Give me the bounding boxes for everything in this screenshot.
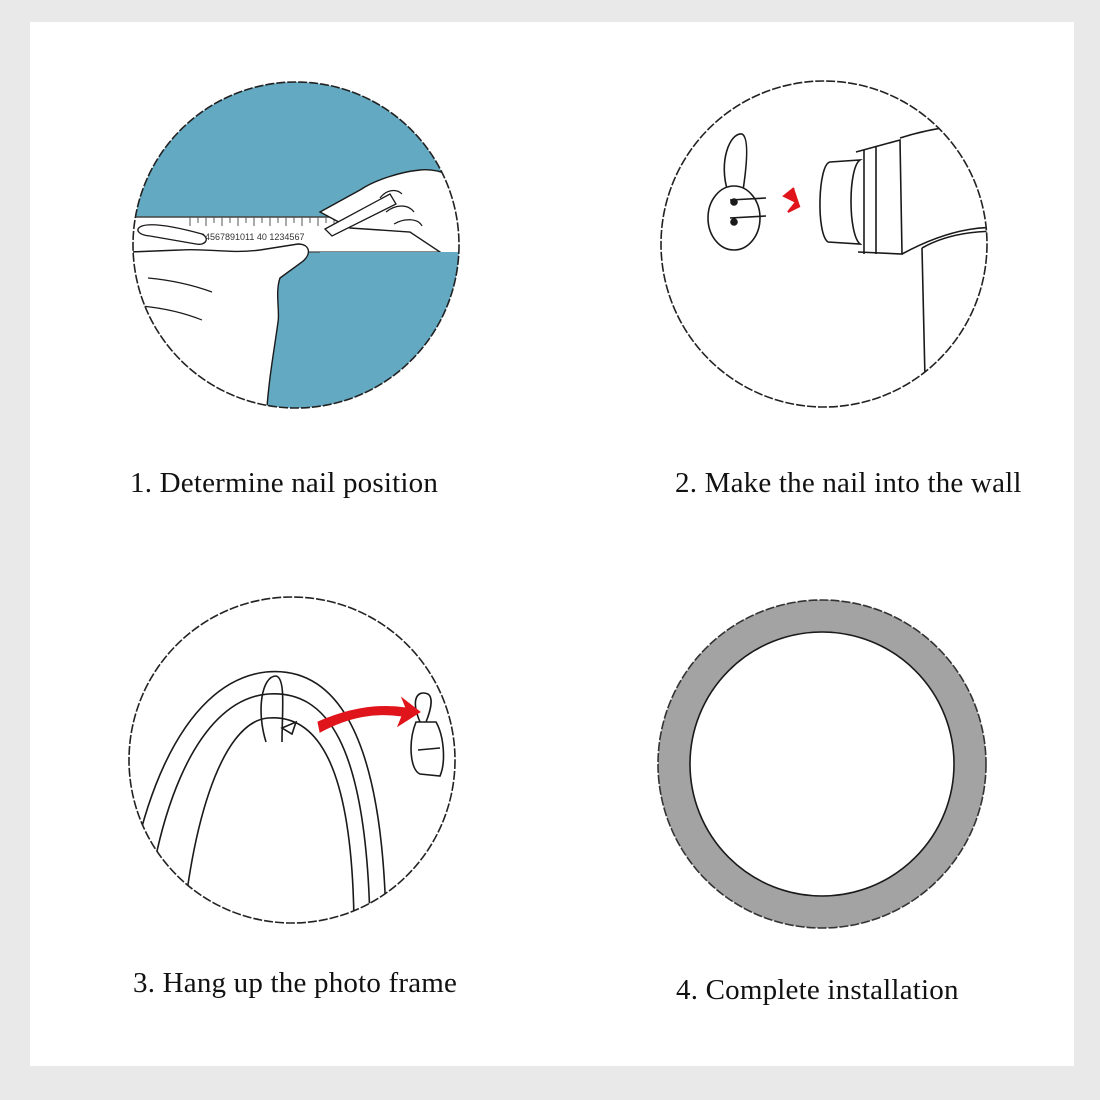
hammer-nail-icon xyxy=(660,80,988,408)
step-caption: 2. Make the nail into the wall xyxy=(675,467,1022,499)
installed-frame-icon xyxy=(657,599,987,929)
ruler-marks: 1234567891011 40 1234567 xyxy=(190,232,304,242)
hang-frame-icon xyxy=(128,596,456,924)
step-caption: 4. Complete installation xyxy=(676,974,959,1006)
ruler-measure-icon: 1234567891011 40 1234567 xyxy=(132,81,460,409)
step-caption: 1. Determine nail position xyxy=(130,467,439,499)
step-caption: 3. Hang up the photo frame xyxy=(133,967,458,999)
instructions-panel: 1234567891011 40 1234567 1. Determine na… xyxy=(30,22,1074,1066)
